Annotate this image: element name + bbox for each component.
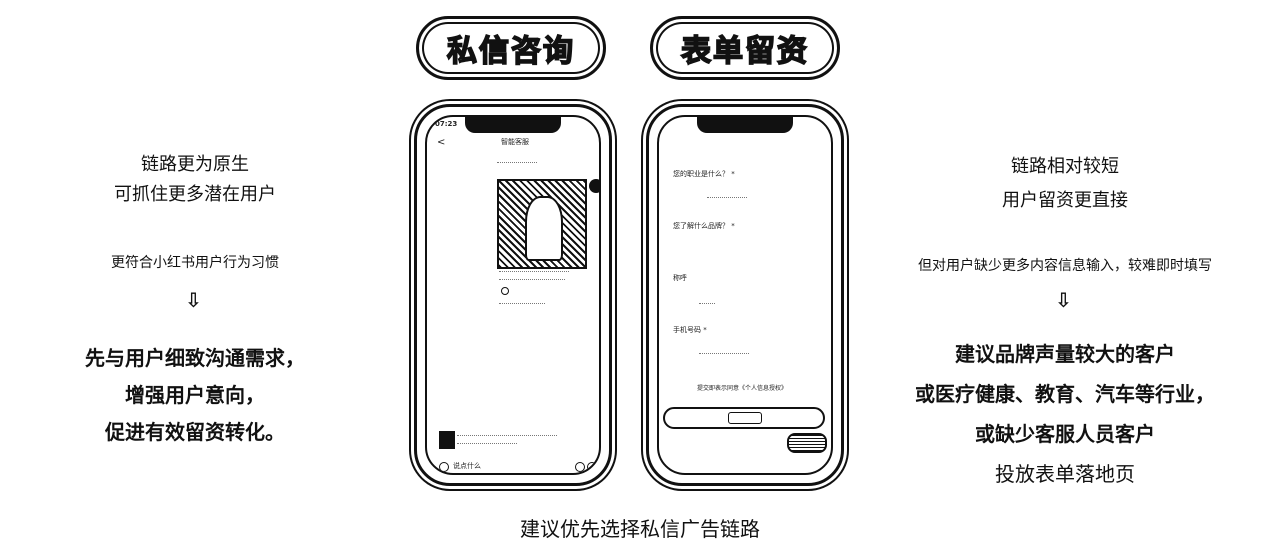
plus-icon[interactable] — [587, 462, 597, 472]
left-note: 更符合小红书用户行为习惯 — [111, 255, 279, 271]
form-input-4[interactable] — [699, 353, 749, 355]
right-result-1: 建议品牌声量较大的客户 — [955, 342, 1175, 366]
form-lead-label: 表单留资 — [680, 33, 809, 70]
right-line-2: 用户留资更直接 — [1002, 190, 1128, 211]
left-down-arrow-icon: ⇩ — [185, 288, 202, 312]
bottom-card-text — [457, 435, 557, 437]
left-phone-screen: 07:23 < 智能客服 说点什么 — [425, 115, 601, 475]
right-note: 但对用户缺少更多内容信息输入，较难即时填写 — [918, 258, 1212, 274]
divider — [497, 162, 537, 164]
right-result: 建议品牌声量较大的客户 或医疗健康、教育、汽车等行业， 或缺少客服人员客户 投放… — [870, 334, 1260, 494]
form-question-1: 您的职业是什么？ * — [673, 170, 735, 178]
left-line-2: 可抓住更多潜在用户 — [114, 184, 276, 205]
card-text-line-1 — [499, 271, 569, 273]
right-result-2: 或医疗健康、教育、汽车等行业， — [915, 382, 1215, 406]
right-result-4: 投放表单落地页 — [995, 462, 1135, 486]
right-result-3: 或缺少客服人员客户 — [975, 422, 1155, 446]
form-input-1[interactable] — [707, 197, 747, 199]
private-message-label: 私信咨询 — [446, 33, 575, 70]
left-result: 先与用户细致沟通需求， 增强用户意向， 促进有效留资转化。 — [40, 340, 350, 451]
back-arrow-icon[interactable]: < — [437, 137, 446, 148]
hint-line — [499, 303, 545, 305]
left-phone-mockup: 07:23 < 智能客服 说点什么 — [414, 104, 612, 486]
chat-card-image[interactable] — [497, 179, 587, 269]
left-description: 链路更为原生 可抓住更多潜在用户 — [70, 150, 320, 210]
right-phone-screen: 您的职业是什么？ * 您了解什么品牌？ * 称呼 手机号码 * 提交即表示同意《… — [657, 115, 833, 475]
card-text-line-2 — [499, 279, 565, 281]
right-phone-mockup: 您的职业是什么？ * 您了解什么品牌？ * 称呼 手机号码 * 提交即表示同意《… — [646, 104, 844, 486]
emoji-icon[interactable] — [575, 462, 585, 472]
agreement-text: 提交即表示同意《个人信息授权》 — [697, 385, 788, 392]
right-phone-notch — [697, 117, 793, 133]
voice-icon[interactable] — [439, 462, 449, 472]
bottom-card-thumbnail[interactable] — [439, 431, 455, 449]
card-source-icon — [501, 287, 509, 295]
left-result-1: 先与用户细致沟通需求， — [85, 346, 305, 370]
avatar-icon — [589, 179, 599, 193]
chat-input-placeholder[interactable]: 说点什么 — [453, 462, 481, 470]
consult-button[interactable] — [787, 433, 827, 453]
left-result-2: 增强用户意向， — [125, 383, 265, 407]
chat-title: 智能客服 — [501, 138, 529, 146]
right-description: 链路相对较短 用户留资更直接 — [940, 150, 1190, 218]
right-line-1: 链路相对较短 — [1011, 156, 1119, 177]
form-question-2: 您了解什么品牌？ * — [673, 222, 735, 230]
right-down-arrow-icon: ⇩ — [1055, 288, 1072, 312]
private-message-pill: 私信咨询 — [416, 16, 606, 80]
form-question-4: 手机号码 * — [673, 326, 707, 334]
footer-caption: 建议优先选择私信广告链路 — [520, 517, 760, 541]
form-question-3: 称呼 — [673, 274, 687, 282]
status-time: 07:23 — [435, 120, 458, 128]
submit-button[interactable] — [663, 407, 825, 429]
left-phone-notch — [465, 117, 561, 133]
left-result-3: 促进有效留资转化。 — [105, 420, 285, 444]
form-lead-pill: 表单留资 — [650, 16, 840, 80]
form-input-3[interactable] — [699, 303, 715, 305]
left-line-1: 链路更为原生 — [141, 154, 249, 175]
